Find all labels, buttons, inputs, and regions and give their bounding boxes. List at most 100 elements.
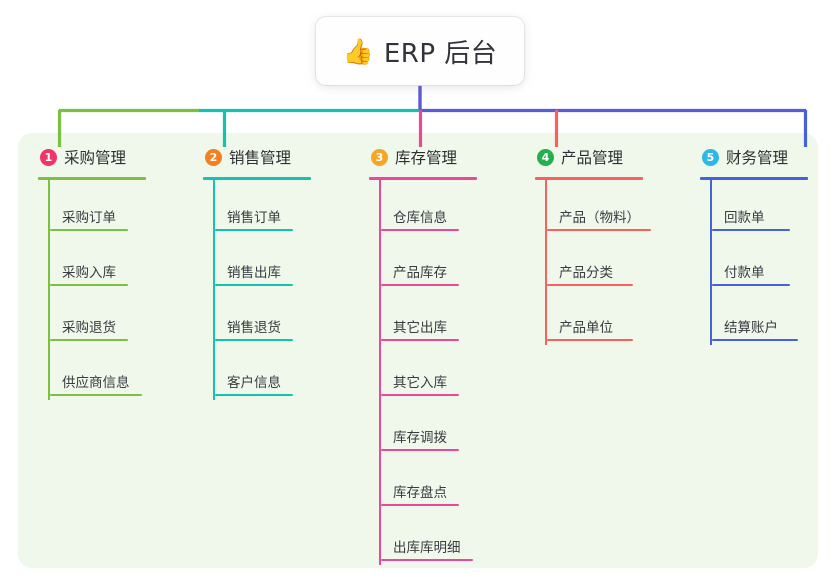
branch-item[interactable]: 库存盘点 bbox=[369, 455, 517, 510]
thumbs-up-icon: 👍 bbox=[342, 36, 374, 66]
branch-item-underline bbox=[712, 339, 798, 341]
branch-item-underline bbox=[50, 229, 128, 231]
branch-spine bbox=[213, 180, 215, 400]
branch-item-underline bbox=[381, 559, 473, 561]
branch-item[interactable]: 销售订单 bbox=[203, 180, 351, 235]
branch-item-label: 其它出库 bbox=[393, 320, 447, 336]
branch-header-4[interactable]: 4 产品管理 bbox=[535, 146, 683, 168]
branch-item-label: 销售退货 bbox=[227, 320, 281, 336]
branch-item-label: 结算账户 bbox=[724, 320, 778, 336]
root-title: ERP 后台 bbox=[383, 38, 498, 69]
branch-index-badge: 3 bbox=[371, 148, 388, 166]
branch-item[interactable]: 产品库存 bbox=[369, 235, 517, 290]
branch-underline bbox=[203, 177, 311, 180]
branch-item-label: 产品单位 bbox=[559, 320, 613, 336]
branch-item-list: 回款单付款单结算账户 bbox=[700, 180, 818, 345]
branch-column-5: 5 财务管理回款单付款单结算账户 bbox=[700, 146, 818, 345]
branch-item-underline bbox=[215, 339, 293, 341]
branch-item-list: 仓库信息产品库存其它出库其它入库库存调拨库存盘点出库库明细 bbox=[369, 180, 517, 565]
branch-column-2: 2 销售管理销售订单销售出库销售退货客户信息 bbox=[203, 146, 351, 400]
branch-underline bbox=[369, 177, 477, 180]
branch-spine bbox=[545, 180, 547, 345]
branch-item-underline bbox=[381, 284, 459, 286]
branch-item-label: 产品（物料） bbox=[559, 210, 640, 226]
branch-title: 库存管理 bbox=[395, 149, 458, 167]
branch-item-underline bbox=[215, 284, 293, 286]
branch-item-label: 采购入库 bbox=[62, 265, 116, 281]
branch-item-label: 其它入库 bbox=[393, 375, 447, 391]
branch-title: 产品管理 bbox=[561, 149, 624, 167]
branch-item-underline bbox=[381, 339, 459, 341]
branch-column-3: 3 库存管理仓库信息产品库存其它出库其它入库库存调拨库存盘点出库库明细 bbox=[369, 146, 517, 565]
branch-item-label: 采购订单 bbox=[62, 210, 116, 226]
branch-spine bbox=[710, 180, 712, 345]
branch-item-label: 采购退货 bbox=[62, 320, 116, 336]
branch-item-label: 销售订单 bbox=[227, 210, 281, 226]
root-node[interactable]: 👍 ERP 后台 bbox=[316, 17, 524, 85]
branch-item-underline bbox=[712, 229, 790, 231]
branch-item-label: 产品分类 bbox=[559, 265, 613, 281]
branch-item[interactable]: 供应商信息 bbox=[38, 345, 186, 400]
branch-item[interactable]: 库存调拨 bbox=[369, 400, 517, 455]
branch-index-badge: 5 bbox=[702, 148, 719, 166]
branch-item-label: 回款单 bbox=[724, 210, 765, 226]
branch-item-list: 采购订单采购入库采购退货供应商信息 bbox=[38, 180, 186, 400]
branch-item-label: 客户信息 bbox=[227, 375, 281, 391]
branch-item[interactable]: 付款单 bbox=[700, 235, 818, 290]
branch-item[interactable]: 其它出库 bbox=[369, 290, 517, 345]
branch-item-underline bbox=[215, 394, 293, 396]
branch-index-badge: 2 bbox=[205, 148, 222, 166]
branch-item-underline bbox=[712, 284, 790, 286]
branch-item-label: 出库库明细 bbox=[393, 540, 461, 556]
branch-item-underline bbox=[50, 339, 128, 341]
branch-item-list: 产品（物料） 产品分类产品单位 bbox=[535, 180, 683, 345]
branch-item-underline bbox=[381, 229, 459, 231]
branch-title: 财务管理 bbox=[726, 149, 789, 167]
branch-item-underline bbox=[50, 394, 142, 396]
branch-item[interactable]: 客户信息 bbox=[203, 345, 351, 400]
branch-item-underline bbox=[381, 504, 459, 506]
branch-item[interactable]: 产品单位 bbox=[535, 290, 683, 345]
branch-item-label: 付款单 bbox=[724, 265, 765, 281]
branch-item[interactable]: 结算账户 bbox=[700, 290, 818, 345]
branch-item[interactable]: 采购退货 bbox=[38, 290, 186, 345]
branch-item[interactable]: 产品（物料） bbox=[535, 180, 683, 235]
branch-item-underline bbox=[50, 284, 128, 286]
branch-item-underline bbox=[215, 229, 293, 231]
branch-item[interactable]: 采购订单 bbox=[38, 180, 186, 235]
branch-spine bbox=[379, 180, 381, 565]
branch-spine bbox=[48, 180, 50, 400]
branch-title: 销售管理 bbox=[229, 149, 292, 167]
branch-item[interactable]: 回款单 bbox=[700, 180, 818, 235]
branch-item[interactable]: 采购入库 bbox=[38, 235, 186, 290]
branch-underline bbox=[700, 177, 808, 180]
branch-item[interactable]: 产品分类 bbox=[535, 235, 683, 290]
branch-item-label: 库存盘点 bbox=[393, 485, 447, 501]
branch-item-label: 供应商信息 bbox=[62, 375, 130, 391]
branch-item[interactable]: 销售出库 bbox=[203, 235, 351, 290]
branch-column-4: 4 产品管理产品（物料） 产品分类产品单位 bbox=[535, 146, 683, 345]
branch-item-underline bbox=[547, 229, 651, 231]
branch-item-list: 销售订单销售出库销售退货客户信息 bbox=[203, 180, 351, 400]
branch-item[interactable]: 仓库信息 bbox=[369, 180, 517, 235]
branch-index-badge: 4 bbox=[537, 148, 554, 166]
branches-panel bbox=[18, 133, 818, 568]
branch-header-3[interactable]: 3 库存管理 bbox=[369, 146, 517, 168]
branch-item-label: 产品库存 bbox=[393, 265, 447, 281]
branch-item[interactable]: 出库库明细 bbox=[369, 510, 517, 565]
branch-item[interactable]: 销售退货 bbox=[203, 290, 351, 345]
branch-item-label: 库存调拨 bbox=[393, 430, 447, 446]
branch-underline bbox=[38, 177, 146, 180]
branch-item-label: 销售出库 bbox=[227, 265, 281, 281]
branch-item-underline bbox=[547, 284, 633, 286]
branch-index-badge: 1 bbox=[40, 148, 57, 166]
branch-item-underline bbox=[381, 449, 459, 451]
branch-header-2[interactable]: 2 销售管理 bbox=[203, 146, 351, 168]
branch-underline bbox=[535, 177, 643, 180]
branch-header-5[interactable]: 5 财务管理 bbox=[700, 146, 818, 168]
branch-item-underline bbox=[547, 339, 633, 341]
branch-item[interactable]: 其它入库 bbox=[369, 345, 517, 400]
